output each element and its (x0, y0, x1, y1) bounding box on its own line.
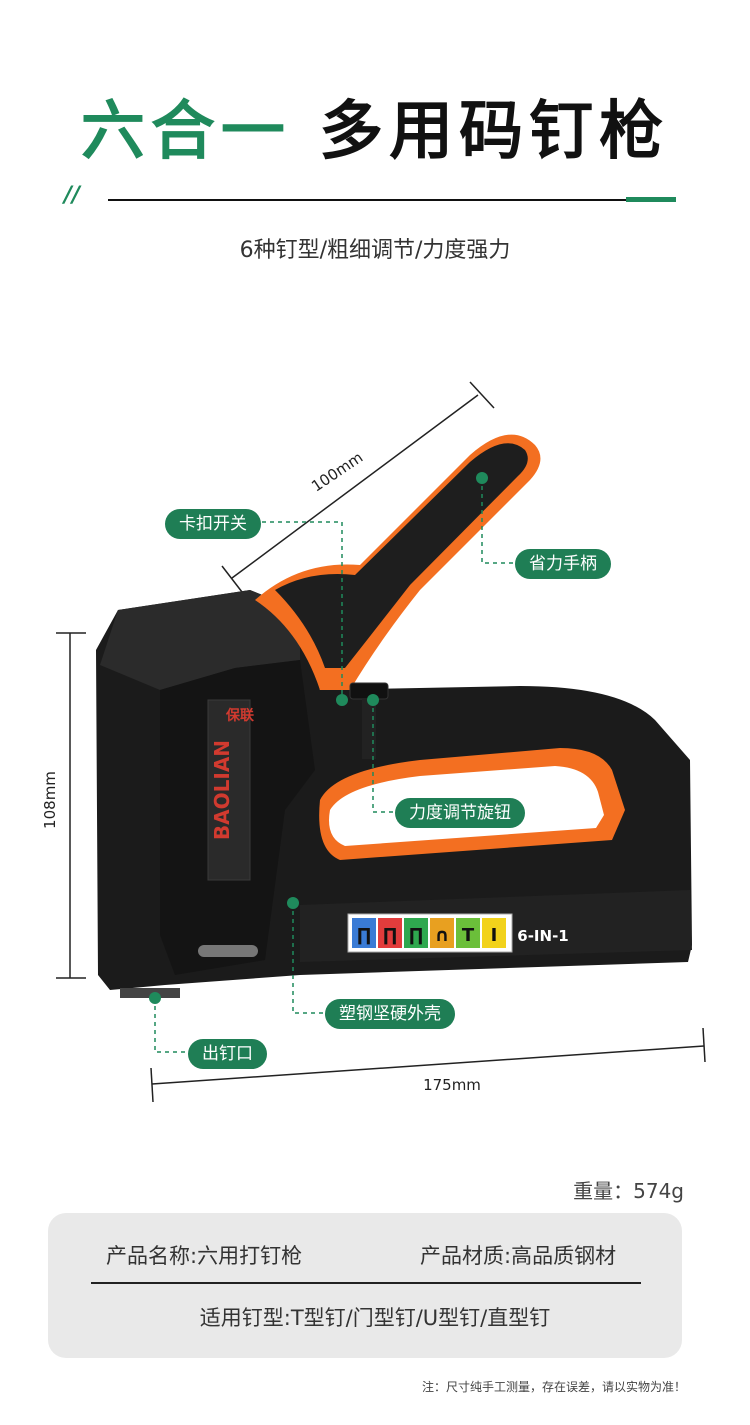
spec-card (48, 1213, 682, 1358)
page-title: 六合一 多用码钉枪 (0, 80, 750, 172)
nail-type-glyph: ∏ (383, 925, 397, 946)
dimension-lines (56, 381, 706, 1103)
nail-type-glyph: ∏ (357, 925, 371, 946)
product-weight: 重量：574g (573, 1179, 684, 1203)
model-badge: 6-IN-1 (517, 927, 568, 945)
header-slash-mark: // (64, 183, 81, 208)
callout-handle: 省力手柄 (515, 549, 611, 579)
spec-divider (91, 1282, 641, 1284)
title-black: 多用码钉枪 (319, 95, 670, 169)
callout-leaders (154, 478, 515, 1053)
callout-outlet: 出钉口 (188, 1039, 267, 1069)
callout-knob: 力度调节旋钮 (395, 798, 525, 828)
dimension-width: 175mm (423, 1076, 481, 1094)
nail-type-glyph: ∩ (435, 925, 450, 946)
nail-type-swatch (352, 918, 376, 948)
nail-type-swatch (456, 918, 480, 948)
nail-type-swatch (378, 918, 402, 948)
nail-type-swatch (430, 918, 454, 948)
spec-name: 产品名称:六用打钉枪 (106, 1244, 303, 1268)
title-green: 六合一 (80, 95, 291, 169)
header-divider-accent (626, 197, 676, 202)
brand-vertical: BAOLIAN (210, 740, 234, 840)
dimension-height: 108mm (41, 771, 59, 829)
spec-nails: 适用钉型:T型钉/门型钉/U型钉/直型钉 (199, 1306, 551, 1330)
brand-cn: 保联 (225, 707, 255, 724)
nail-type-glyph: T (462, 925, 475, 946)
nail-type-glyph: I (491, 925, 498, 946)
nail-type-swatch (482, 918, 506, 948)
nail-type-glyph: ∏ (409, 925, 423, 946)
dimension-length: 100mm (308, 448, 366, 495)
nail-type-swatch (404, 918, 428, 948)
subtitle: 6种钉型/粗细调节/力度强力 (239, 238, 511, 263)
footnote: 注：尺寸纯手工测量，存在误差，请以实物为准！ (421, 1380, 686, 1394)
callout-dots (149, 472, 488, 1004)
spec-material: 产品材质:高品质钢材 (420, 1244, 617, 1268)
header-divider (108, 199, 626, 201)
callout-shell: 塑钢坚硬外壳 (325, 999, 455, 1029)
callout-latch: 卡扣开关 (165, 509, 261, 539)
